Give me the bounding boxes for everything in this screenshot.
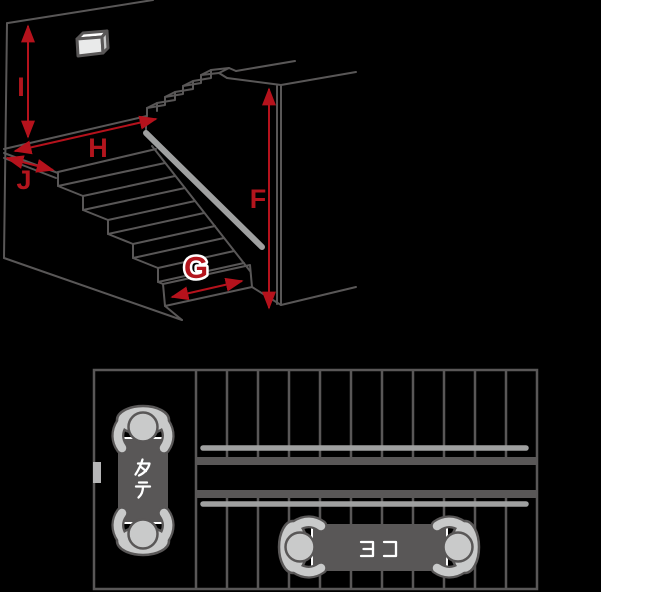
- tate-carry-group: [117, 406, 169, 555]
- dimension-step-width: G: [170, 248, 244, 301]
- side-view-diagram: I H J F G: [3, 0, 357, 321]
- upper-floor-platform: [226, 60, 357, 306]
- carrier-person-bottom: [117, 513, 169, 555]
- label-J: J: [16, 165, 31, 195]
- stair-tread-lines-upper-flight: [225, 370, 508, 461]
- dimension-landing-depth: J: [5, 155, 55, 195]
- label-H: H: [88, 133, 108, 163]
- lower-flight-steps: [57, 145, 282, 321]
- door-marker: [93, 462, 101, 483]
- page-background-strip: [601, 0, 668, 592]
- plan-view-diagram: [92, 368, 539, 591]
- carrier-person-right: [437, 521, 479, 573]
- upper-flight-steps: [146, 67, 237, 117]
- flight-divider-walls: [196, 457, 537, 498]
- yoko-carry-group: [279, 521, 479, 573]
- label-F: F: [250, 184, 267, 214]
- carrier-person-top: [117, 406, 169, 448]
- ceiling-light-icon: [75, 29, 110, 58]
- yoko-furniture-box: [311, 524, 448, 571]
- plan-handrails: [200, 445, 529, 507]
- label-I: I: [17, 72, 25, 102]
- dimension-landing-width: H: [13, 115, 158, 163]
- label-G: G: [184, 250, 208, 285]
- carrier-person-left: [279, 521, 321, 573]
- dimension-floor-height: F: [250, 87, 276, 310]
